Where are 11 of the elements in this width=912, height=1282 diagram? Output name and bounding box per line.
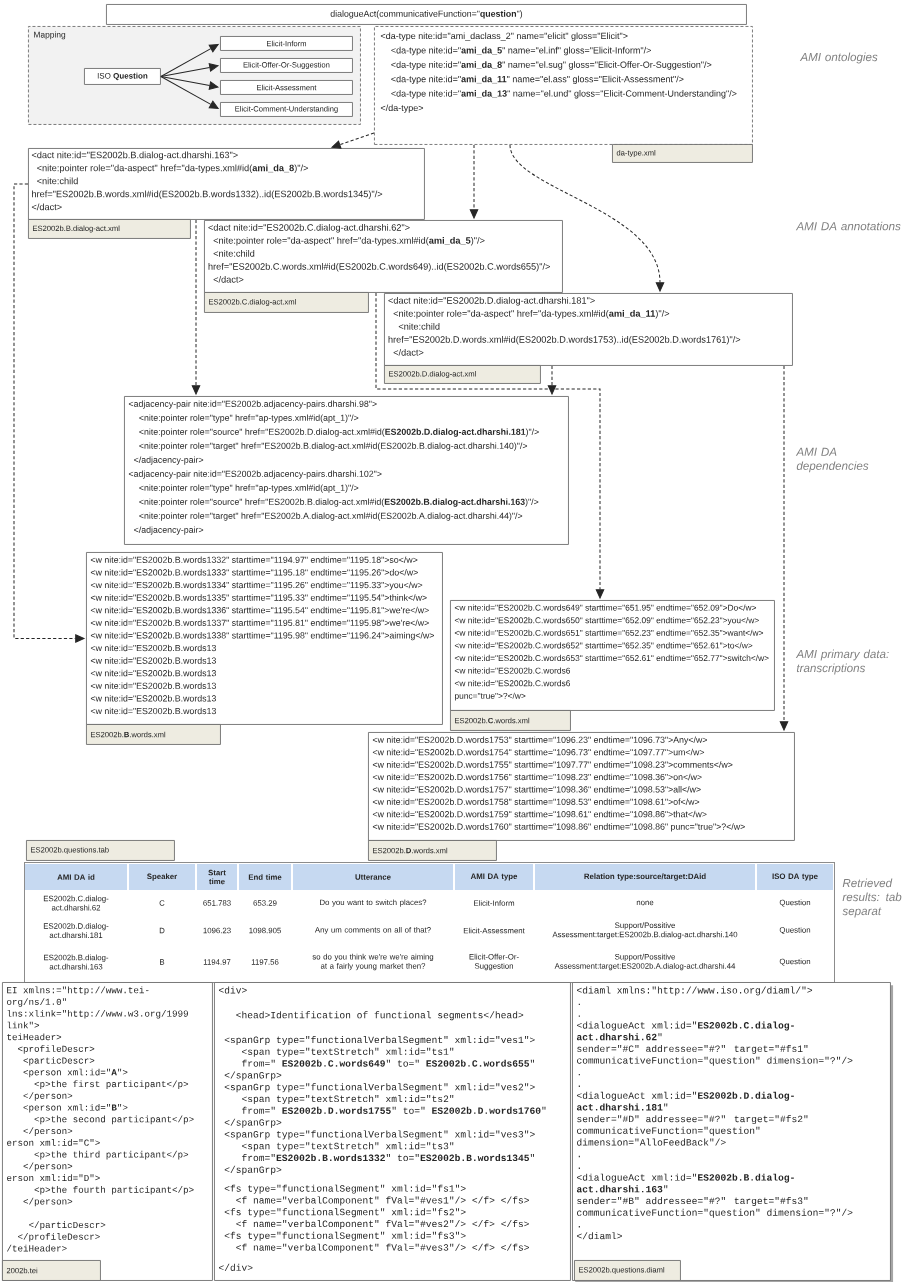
arrow (160, 75, 219, 109)
pointer-arrow (469, 144, 479, 219)
arrow (160, 75, 219, 90)
arrow (160, 43, 219, 77)
pointer-arrow (547, 365, 557, 395)
pointer-arrow (13, 183, 85, 643)
pointer-arrow (509, 144, 665, 292)
pointer-arrow (375, 292, 605, 599)
pointer-arrow (779, 365, 789, 731)
arrow (160, 63, 219, 77)
pointer-arrow (331, 132, 375, 149)
